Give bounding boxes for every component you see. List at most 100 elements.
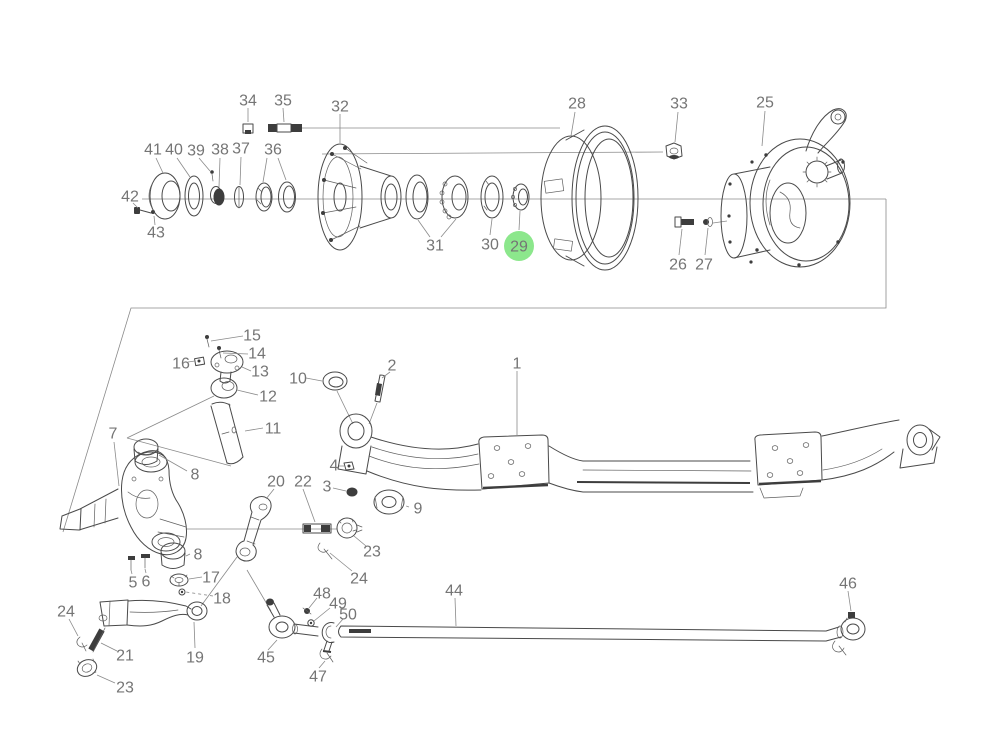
leader-line-27	[704, 227, 709, 256]
nut-16	[194, 356, 206, 367]
callout-11: 11	[244, 421, 282, 438]
callout-2: 2	[381, 358, 397, 379]
part-number-17: 17	[202, 570, 220, 587]
callout-44: 44	[445, 583, 463, 627]
part-number-45: 45	[257, 650, 275, 667]
castle-nut-23-center	[336, 517, 363, 539]
part-number-42: 42	[121, 189, 139, 206]
part-number-7: 7	[109, 426, 118, 443]
callout-48: 48	[308, 586, 331, 609]
part-number-32: 32	[331, 99, 349, 116]
callout-7: 7	[109, 426, 120, 487]
leader-line-46	[847, 590, 852, 612]
lock-pin-2	[374, 374, 386, 403]
leader-line-31	[417, 219, 431, 238]
cotter-pin-24-center	[317, 542, 333, 560]
leader-line-13	[241, 366, 252, 372]
leader-line-6	[144, 568, 147, 574]
clamp-50	[321, 622, 335, 653]
callout-10: 10	[289, 371, 323, 388]
part-number-37: 37	[232, 141, 250, 158]
leader-line-17	[188, 576, 203, 580]
leader-line-45	[267, 639, 278, 651]
leader-line-14	[222, 352, 249, 355]
part-number-47: 47	[309, 669, 327, 686]
knuckle-arm-link-20	[235, 496, 272, 562]
callout-13: 13	[241, 364, 269, 381]
part-number-23: 23	[363, 544, 381, 561]
leader-line-9	[402, 504, 410, 508]
leader-line-36	[262, 157, 268, 183]
leader-line-16	[187, 360, 196, 363]
leader-line-23	[96, 674, 116, 684]
part-number-12: 12	[259, 389, 277, 406]
part-number-8: 8	[191, 467, 200, 484]
cotter-pin-39	[210, 170, 214, 182]
leader-line-29	[518, 210, 521, 231]
kingpin-cap-8-upper	[133, 438, 159, 465]
leader-line-36	[277, 157, 287, 181]
leader-line-40	[176, 157, 191, 178]
inner-bearing-29	[511, 183, 530, 211]
callout-33: 33	[670, 96, 688, 143]
callout-36: 36	[262, 142, 287, 183]
wheel-stud-35	[268, 123, 302, 133]
leader-line-24	[329, 552, 353, 572]
leader-line-24	[68, 618, 79, 637]
leader-line-15	[210, 335, 244, 342]
nut-18	[178, 588, 186, 596]
callout-24: 24	[57, 604, 79, 637]
leader-line-37	[239, 156, 242, 186]
leader-line-10	[305, 377, 323, 382]
lock-nut-38	[210, 186, 225, 206]
nut-49	[307, 619, 315, 627]
callout-23: 23	[96, 674, 134, 697]
leader-line-19	[193, 621, 196, 649]
nut-4	[343, 461, 355, 471]
axle-beam-1	[337, 413, 941, 499]
part-number-14: 14	[248, 346, 266, 363]
callout-28: 28	[568, 96, 586, 137]
callout-5: 5	[129, 569, 138, 592]
bolt-6	[141, 554, 150, 569]
kingpin-11	[210, 401, 244, 465]
part-number-19: 19	[186, 650, 204, 667]
part-number-31: 31	[426, 238, 444, 255]
kingpin-nut-9	[373, 489, 405, 515]
part-number-36: 36	[264, 142, 282, 159]
washer-27	[703, 217, 713, 227]
leader-line-7	[113, 441, 120, 487]
leader-line-3	[332, 487, 347, 492]
leader-line-42	[132, 202, 139, 209]
part-number-8: 8	[194, 547, 203, 564]
part-number-39: 39	[187, 143, 205, 160]
callout-31: 31	[417, 218, 457, 255]
hub-studs	[321, 146, 368, 242]
stud-21	[88, 627, 106, 653]
part-number-22: 22	[294, 474, 312, 491]
part-number-18: 18	[213, 591, 231, 608]
callout-14: 14	[222, 346, 266, 363]
kingpin-cap-8-lower	[160, 542, 186, 569]
screw-14	[217, 346, 222, 359]
callout-19: 19	[186, 621, 204, 667]
part-number-35: 35	[274, 93, 292, 110]
callout-9: 9	[402, 501, 423, 518]
leader-line-28	[570, 111, 576, 137]
callout-6: 6	[142, 568, 151, 591]
callout-29: 29	[504, 210, 534, 261]
brake-drum-28	[540, 125, 639, 271]
callout-21: 21	[100, 642, 134, 665]
part-number-27: 27	[695, 257, 713, 274]
callout-39: 39	[187, 143, 211, 172]
callout-16: 16	[172, 356, 196, 373]
leader-line-31	[440, 218, 457, 238]
leader-line-41	[155, 157, 164, 174]
cotter-pin-47	[319, 648, 334, 663]
leader-line-50	[335, 618, 344, 628]
leader-line-38	[218, 157, 221, 188]
part-number-11: 11	[265, 421, 282, 438]
callout-1: 1	[513, 356, 522, 436]
bearing-pair-36	[255, 181, 296, 213]
